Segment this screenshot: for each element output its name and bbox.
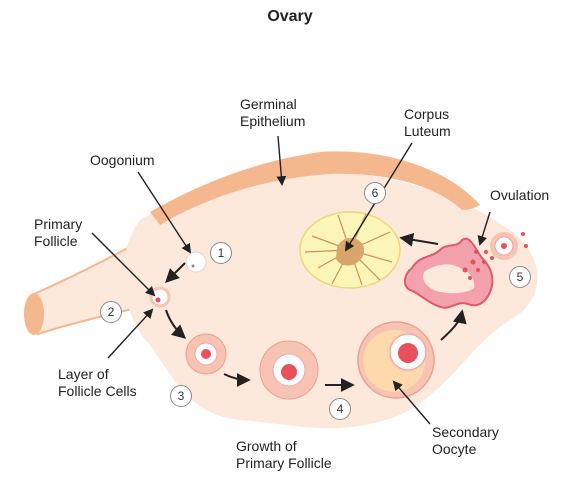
label-layer-of-follicle-cells: Layer of Follicle Cells (58, 366, 137, 399)
label-corpus-luteum: Corpus Luteum (404, 106, 451, 139)
step-badge-2: 2 (100, 301, 122, 323)
label-primary-follicle: Primary Follicle (34, 216, 83, 249)
step-badge-4: 4 (329, 398, 351, 420)
step-badge-6: 6 (364, 182, 386, 204)
primary-follicle (149, 286, 171, 308)
step-badge-1: 1 (210, 242, 232, 264)
label-growth-of-primary-follicle: Growth of Primary Follicle (236, 438, 332, 471)
germinal-epithelium-band (150, 151, 480, 225)
step-badge-5: 5 (509, 266, 531, 288)
ruptured-follicle (404, 237, 494, 309)
label-germinal-epithelium: Germinal Epithelium (240, 96, 306, 129)
label-oogonium: Oogonium (90, 152, 155, 168)
diagram-title: Ovary (267, 8, 313, 25)
step-badge-3: 3 (170, 385, 192, 407)
secondary-follicle (357, 321, 435, 399)
growing-follicle-1 (185, 333, 227, 375)
label-ovulation: Ovulation (490, 187, 550, 203)
released-oocyte (490, 232, 528, 260)
corpus-luteum (299, 211, 401, 289)
label-secondary-oocyte: Secondary Oocyte (432, 424, 499, 457)
oogonium (185, 251, 207, 273)
growing-follicle-2 (259, 340, 319, 400)
sequence-arrows (165, 232, 467, 392)
